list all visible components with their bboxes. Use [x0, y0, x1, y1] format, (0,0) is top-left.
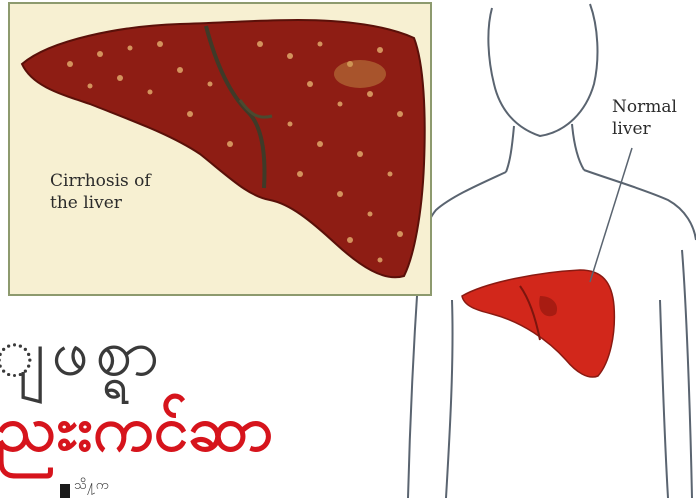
- cirrhosis-label-line2: the liver: [50, 192, 151, 214]
- headline-line1: ျဖစ္ရာ: [0, 318, 165, 388]
- normal-label-line2: liver: [612, 118, 677, 140]
- normal-label-line1: Normal: [612, 96, 677, 118]
- normal-liver-label: Normal liver: [612, 96, 677, 140]
- cirrhosis-label: Cirrhosis of the liver: [50, 170, 151, 214]
- headline-line2: ညႊးကင်ဆာ: [0, 394, 273, 464]
- black-marker-block: [60, 484, 70, 498]
- cirrhotic-liver-drawing: [10, 4, 430, 294]
- cirrhosis-label-line1: Cirrhosis of: [50, 170, 151, 192]
- cirrhosis-inset-panel: Cirrhosis of the liver: [8, 2, 432, 296]
- headline-small-text: သိ႔က: [74, 478, 108, 494]
